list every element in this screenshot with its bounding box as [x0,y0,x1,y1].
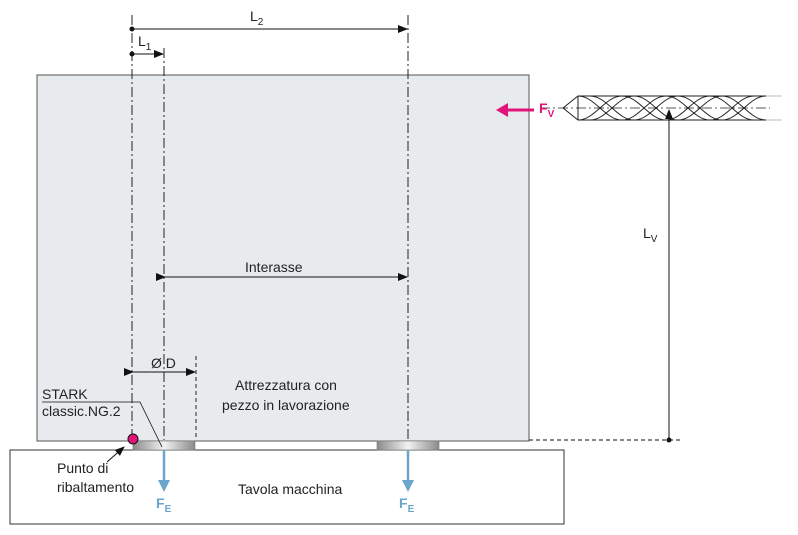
force-fe-left-label: FE [156,495,172,515]
drill-shank-end [770,96,798,120]
fixture-block [36,74,530,442]
dim-lv-label: LV [643,225,658,245]
stark-label-line2: classic.NG.2 [42,403,121,419]
force-fe-left-arrowhead [158,480,170,492]
dim-l1-origin-dot [129,51,135,57]
dim-l1-label: L1 [138,33,152,53]
machine-table [9,449,565,525]
dim-lv-origin-dot [666,437,672,443]
fixture-label-line2: pezzo in lavorazione [222,397,350,413]
drill-bit [562,95,782,121]
force-fv-label: FV [539,100,555,120]
force-fv-arrowhead [496,103,508,117]
stark-leader-line [42,401,163,448]
tipping-point-leader [106,446,125,463]
dim-diameter-label: Ø D [151,355,176,371]
dim-l2-label: L2 [250,8,264,28]
tipping-label-line2: ribaltamento [57,479,134,495]
force-fe-right-label: FE [399,495,415,515]
tipping-label-line1: Punto di [57,460,108,476]
stark-label-line1: STARK [42,386,88,402]
fixture-label-line1: Attrezzatura con [235,377,337,393]
clamp-module-right [376,440,440,451]
dim-l2-origin-dot [129,26,135,32]
machine-table-label: Tavola macchina [238,481,342,497]
clamp-module-left [132,440,196,451]
force-fe-right-arrowhead [402,480,414,492]
tipping-point-marker [127,433,139,445]
dim-interasse-label: Interasse [245,259,303,275]
